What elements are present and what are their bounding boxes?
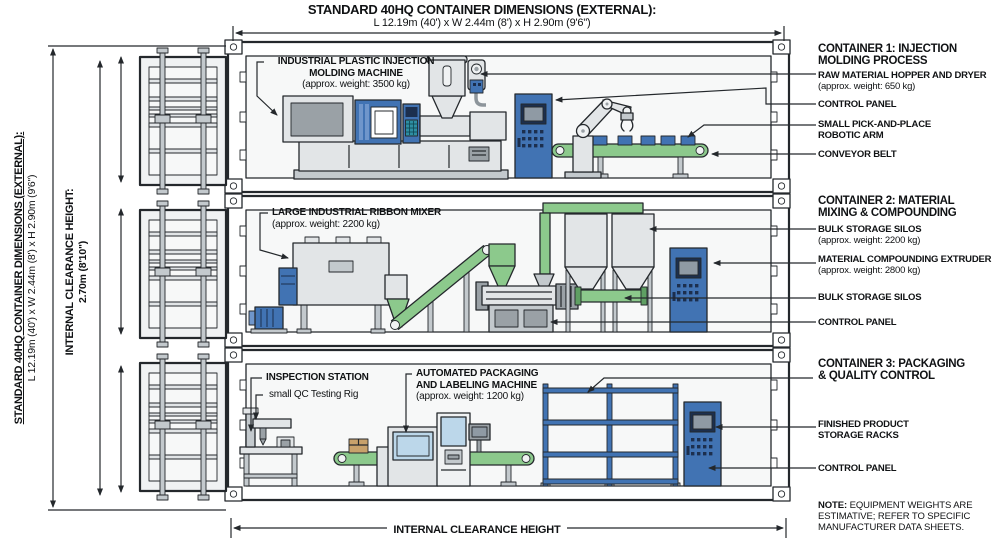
packaging-machine-weight: (approx. weight: 1200 kg): [416, 391, 524, 402]
callout-control-panel-3: CONTROL PANEL: [818, 463, 897, 474]
callout-silos-1-weight: (approx. weight: 2200 kg): [818, 235, 921, 246]
inspection-station-label: INSPECTION STATION: [266, 372, 369, 383]
callout-finished-product: FINISHED PRODUCT STORAGE RACKS: [818, 419, 909, 441]
leader-control-panel-1: [555, 87, 816, 105]
control-panel-3: [683, 401, 722, 487]
internal-clearance-text: INTERNAL CLEARANCE HEIGHT: 2.70m (8'10"): [64, 57, 90, 487]
ribbon-mixer-label: LARGE INDUSTRIAL RIBBON MIXER (approx. w…: [272, 207, 441, 230]
leader-ribbon-mixer: [259, 212, 289, 260]
ribbon-mixer: [248, 236, 410, 334]
callout-extruder-weight: (approx. weight: 2800 kg): [818, 265, 921, 276]
title-line1: STANDARD 40HQ CONTAINER DIMENSIONS (EXTE…: [307, 2, 657, 17]
container3-door-end: [138, 352, 228, 502]
compounding-extruder: [475, 273, 579, 333]
molding-machine-label-line1: INDUSTRIAL PLASTIC INJECTION: [277, 56, 435, 67]
external-dimension-value: L 12.19m (40') x W 2.44m (8') x H 2.90m …: [26, 174, 38, 382]
container1-heading-line2: MOLDING PROCESS: [818, 55, 928, 67]
qc-rig-label: small QC Testing Rig: [269, 389, 359, 400]
ribbon-mixer-label-line1: LARGE INDUSTRIAL RIBBON MIXER: [272, 207, 442, 218]
packaging-machine-label-line1: AUTOMATED PACKAGING: [416, 368, 539, 379]
molding-machine-label-line2: MOLDING MACHINE: [309, 67, 403, 79]
callout-robotic-arm-line2: ROBOTIC ARM: [818, 130, 884, 141]
leader-robotic-arm: [687, 124, 816, 138]
callout-hopper-dryer: RAW MATERIAL HOPPER AND DRYER (approx. w…: [818, 70, 987, 92]
diagram-title: STANDARD 40HQ CONTAINER DIMENSIONS (EXTE…: [222, 2, 742, 30]
callout-silos-1-label: BULK STORAGE SILOS: [818, 224, 922, 235]
ribbon-mixer-weight: (approx. weight: 2200 kg): [272, 218, 380, 230]
storage-racks: [540, 383, 681, 487]
callout-finished-product-line2: STORAGE RACKS: [818, 430, 899, 441]
leader-qc-rig: [253, 394, 263, 420]
packaging-machine-label-line2: AND LABELING MACHINE: [416, 379, 537, 391]
callout-conveyor-belt: CONVEYOR BELT: [818, 149, 897, 160]
leader-inspection-station: [248, 377, 262, 432]
packaging-labeling-machine: [376, 412, 491, 487]
container2-heading: CONTAINER 2: MATERIAL MIXING & COMPOUNDI…: [818, 195, 957, 219]
note-text: NOTE: EQUIPMENT WEIGHTS ARE ESTIMATIVE; …: [818, 500, 1000, 533]
control-panel-1: [514, 93, 553, 179]
callout-silos-1: BULK STORAGE SILOS (approx. weight: 2200…: [818, 224, 922, 246]
packaging-machine-label: AUTOMATED PACKAGING AND LABELING MACHINE…: [416, 368, 539, 403]
molding-machine-label: INDUSTRIAL PLASTIC INJECTION MOLDING MAC…: [266, 56, 446, 91]
container1-door-end: [138, 46, 228, 196]
callout-control-panel-1: CONTROL PANEL: [818, 99, 897, 110]
container1-heading-line1: CONTAINER 1: INJECTION: [818, 43, 957, 55]
container3-heading-line1: CONTAINER 3: PACKAGING: [818, 358, 965, 370]
callout-robotic-arm: SMALL PICK-AND-PLACE ROBOTIC ARM: [818, 119, 931, 141]
callout-finished-product-line1: FINISHED PRODUCT: [818, 419, 909, 430]
incline-conveyor: [390, 245, 492, 333]
internal-clearance-value: 2.70m (8'10"): [77, 240, 89, 304]
external-dimension-title: STANDARD 40HQ CONTAINER DIMENSIONS (EXTE…: [13, 131, 25, 425]
dimension-lines: [48, 26, 787, 538]
hopper-dryer: [426, 55, 486, 119]
container2-door-end: [138, 199, 228, 349]
container3-heading-line2: & QUALITY CONTROL: [818, 370, 935, 382]
callout-extruder: MATERIAL COMPOUNDING EXTRUDER (approx. w…: [818, 254, 991, 276]
callout-extruder-label: MATERIAL COMPOUNDING EXTRUDER: [818, 254, 992, 265]
callout-leaders: [248, 61, 816, 471]
external-dimension-text: STANDARD 40HQ CONTAINER DIMENSIONS (EXTE…: [13, 43, 41, 513]
callout-hopper-dryer-label: RAW MATERIAL HOPPER AND DRYER: [818, 70, 987, 81]
control-panel-2: [669, 247, 708, 333]
container2-heading-line2: MIXING & COMPOUNDING: [818, 207, 957, 219]
injection-molding-machine: [282, 55, 509, 180]
cyclone-separator: [488, 243, 516, 291]
leader-storage-racks: [587, 377, 813, 393]
title-line2: L 12.19m (40') x W 2.44m (8') x H 2.90m …: [373, 17, 591, 29]
container1-heading: CONTAINER 1: INJECTION MOLDING PROCESS: [818, 43, 957, 67]
callout-control-panel-2: CONTROL PANEL: [818, 317, 897, 328]
bulk-storage-silos: [564, 213, 655, 333]
container2-heading-line1: CONTAINER 2: MATERIAL: [818, 195, 955, 207]
leader-packaging-machine: [403, 373, 412, 433]
container3-heading: CONTAINER 3: PACKAGING & QUALITY CONTROL: [818, 358, 965, 382]
molding-machine-weight: (approx. weight: 3500 kg): [302, 79, 410, 90]
leader-molding-machine: [256, 61, 278, 116]
callout-hopper-dryer-weight: (approx. weight: 650 kg): [818, 81, 916, 92]
internal-clearance-title: INTERNAL CLEARANCE HEIGHT:: [64, 188, 76, 356]
callout-robotic-arm-line1: SMALL PICK-AND-PLACE: [818, 119, 931, 130]
callout-silos-2: BULK STORAGE SILOS: [818, 292, 922, 303]
robotic-arm: [564, 98, 634, 179]
bottom-dimension-label: INTERNAL CLEARANCE HEIGHT: [387, 524, 567, 536]
note-body: EQUIPMENT WEIGHTS ARE ESTIMATIVE; REFER …: [818, 500, 973, 533]
bottom-dimension-label-wrap: INTERNAL CLEARANCE HEIGHT: [377, 520, 577, 538]
note-label: NOTE:: [818, 500, 848, 511]
